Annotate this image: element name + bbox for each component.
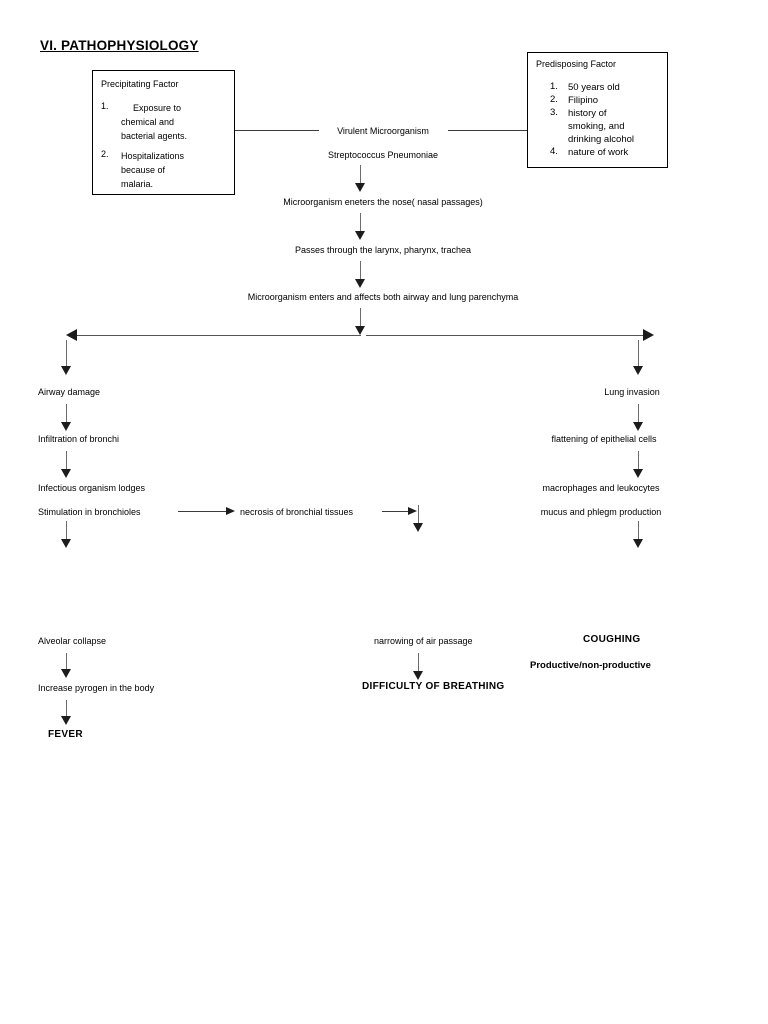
arrow-down-icon-left-2 xyxy=(61,469,71,478)
arrow-down-icon-right-3 xyxy=(633,539,643,548)
connector-split-left-drop xyxy=(66,340,67,370)
predisposing-item-3-line1: history of xyxy=(568,108,607,119)
flow-step-parenchyma: Microorganism enters and affects both ai… xyxy=(247,292,519,302)
left-connector-3 xyxy=(66,521,67,543)
right-outcome-productive: Productive/non-productive xyxy=(530,660,651,671)
predisposing-item-3-line2: smoking, and xyxy=(568,121,625,132)
arrow-down-icon-3 xyxy=(355,279,365,288)
predisposing-item-3-number: 3. xyxy=(550,107,558,118)
middle-step-narrowing: narrowing of air passage xyxy=(374,636,473,646)
arrow-down-icon-left-3 xyxy=(61,539,71,548)
arrow-down-icon-4 xyxy=(355,326,365,335)
connector-line-2 xyxy=(360,213,361,235)
connector-line-1 xyxy=(360,165,361,187)
left-step-alveolar-collapse: Alveolar collapse xyxy=(38,636,107,646)
left-step-stimulation: Stimulation in bronchioles xyxy=(38,507,141,517)
connector-line-4 xyxy=(360,308,361,330)
connector-stimulation-to-necrosis xyxy=(178,511,226,512)
left-step-pyrogen: Increase pyrogen in the body xyxy=(38,683,155,693)
arrow-down-icon-2 xyxy=(355,231,365,240)
precipitating-factor-heading: Precipitating Factor xyxy=(101,79,179,89)
right-connector-3 xyxy=(638,521,639,543)
flow-step-streptococcus: Streptococcus Pneumoniae xyxy=(327,150,439,160)
predisposing-item-3-line3: drinking alcohol xyxy=(568,134,635,145)
arrow-down-icon-middle-2 xyxy=(413,671,423,680)
predisposing-item-4-label: nature of work xyxy=(568,147,629,158)
arrow-down-icon-left-4 xyxy=(61,669,71,678)
middle-step-necrosis: necrosis of bronchial tissues xyxy=(240,507,354,517)
left-connector-1 xyxy=(66,404,67,426)
connector-line-3 xyxy=(360,261,361,283)
precipitating-item-1-line3: bacterial agents. xyxy=(121,131,188,141)
flow-step-virulent-microorganism: Virulent Microorganism xyxy=(337,126,429,136)
arrow-down-icon-left-5 xyxy=(61,716,71,725)
precipitating-item-2-number: 2. xyxy=(101,149,109,159)
arrow-right-icon-split xyxy=(643,329,654,341)
split-bar-right xyxy=(366,335,643,336)
connector-precipitating-to-virulent xyxy=(235,130,319,131)
right-step-macrophages: macrophages and leukocytes xyxy=(542,483,660,493)
left-connector-5 xyxy=(66,700,67,720)
predisposing-item-2-label: Filipino xyxy=(568,95,599,106)
predisposing-factor-heading: Predisposing Factor xyxy=(536,59,617,69)
arrow-down-icon-right-2 xyxy=(633,469,643,478)
split-bar-left xyxy=(76,335,361,336)
flow-step-nose: Microorganism eneters the nose( nasal pa… xyxy=(283,197,483,207)
left-outcome-fever: FEVER xyxy=(48,729,83,740)
predisposing-item-1-label: 50 years old xyxy=(568,82,620,93)
middle-connector-1 xyxy=(418,505,419,527)
right-connector-1 xyxy=(638,404,639,426)
left-step-infiltration: Infiltration of bronchi xyxy=(38,434,120,444)
right-connector-2 xyxy=(638,451,639,473)
middle-outcome-difficulty-breathing: DIFFICULTY OF BREATHING xyxy=(362,681,505,692)
right-step-flattening: flattening of epithelial cells xyxy=(551,434,657,444)
precipitating-item-1-line1: Exposure to xyxy=(133,103,182,113)
arrow-right-icon-middle xyxy=(408,507,417,515)
predisposing-item-4-number: 4. xyxy=(550,146,558,157)
arrow-down-icon-1 xyxy=(355,183,365,192)
connector-split-right-drop xyxy=(638,340,639,370)
left-connector-4 xyxy=(66,653,67,673)
predisposing-item-2-number: 2. xyxy=(550,94,558,105)
precipitating-factor-box: Precipitating Factor 1. Exposure to chem… xyxy=(92,70,235,195)
right-outcome-coughing: COUGHING xyxy=(583,634,641,645)
right-step-mucus: mucus and phlegm production xyxy=(540,507,662,517)
predisposing-factor-box: Predisposing Factor 1. 50 years old 2. F… xyxy=(527,52,668,168)
precipitating-item-1-number: 1. xyxy=(101,101,109,111)
precipitating-item-1-line2: chemical and xyxy=(121,117,175,127)
precipitating-item-2-line1: Hospitalizations xyxy=(121,151,185,161)
arrow-down-icon-left-1 xyxy=(61,422,71,431)
page-title: VI. PATHOPHYSIOLOGY xyxy=(40,38,199,53)
right-step-lung-invasion: Lung invasion xyxy=(604,387,660,397)
middle-connector-2 xyxy=(418,653,419,675)
flow-step-larynx: Passes through the larynx, pharynx, trac… xyxy=(294,245,472,255)
left-connector-2 xyxy=(66,451,67,473)
arrow-down-icon-right-1 xyxy=(633,422,643,431)
arrow-right-icon-necrosis xyxy=(226,507,235,515)
predisposing-item-1-number: 1. xyxy=(550,81,558,92)
left-step-airway-damage: Airway damage xyxy=(38,387,101,397)
arrow-down-icon-middle-1 xyxy=(413,523,423,532)
left-step-infectious-lodges: Infectious organism lodges xyxy=(38,483,146,493)
precipitating-item-2-line3: malaria. xyxy=(121,179,154,189)
connector-virulent-to-predisposing xyxy=(448,130,527,131)
arrow-left-icon-split xyxy=(66,329,77,341)
connector-necrosis-onward xyxy=(382,511,410,512)
precipitating-item-2-line2: because of xyxy=(121,165,166,175)
arrow-down-icon-right-branch xyxy=(633,366,643,375)
arrow-down-icon-left-branch xyxy=(61,366,71,375)
